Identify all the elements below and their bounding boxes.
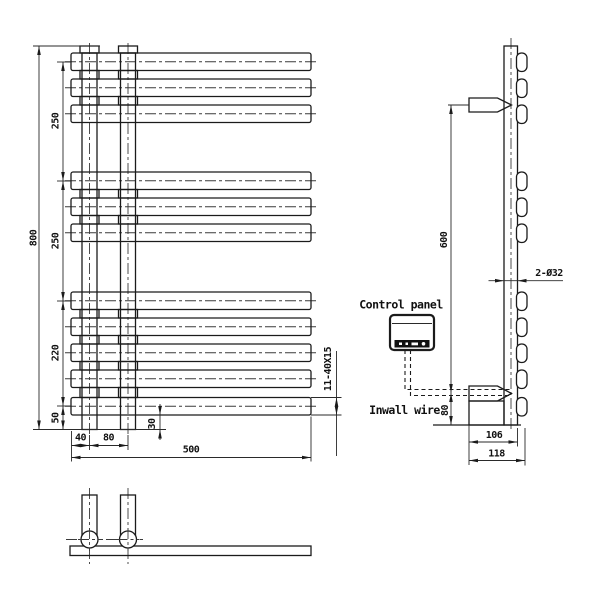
towel-bars [70, 52, 312, 416]
towel-bar [70, 104, 312, 124]
towel-bar [70, 223, 312, 243]
dim-tube-diameter: 2-Ø32 [488, 267, 564, 283]
dim-depth-outer-label: 118 [488, 449, 505, 460]
dim-riser-spacing-label: 80 [103, 433, 115, 444]
dim-total-width: 500 [71, 416, 312, 462]
towel-bar [70, 369, 312, 389]
tube-end [515, 291, 528, 312]
tube-end [515, 369, 528, 390]
bottom-connector [468, 385, 513, 402]
tube-end [515, 197, 528, 218]
tube-end [515, 343, 528, 364]
riser-centerlines [89, 43, 129, 434]
control-panel-button [421, 342, 426, 346]
dim-total-height-label: 800 [29, 229, 40, 246]
towel-bar [70, 317, 312, 337]
dim-left-offset-label: 40 [75, 433, 87, 444]
bottom-view [66, 488, 312, 564]
dim-segment-chain: 250 250 220 50 [51, 61, 71, 430]
tube-end [515, 104, 528, 125]
towel-bar [70, 197, 312, 217]
dim-bar-spec-label: 11-40X15 [323, 346, 334, 391]
dim-seg-mid-label: 250 [51, 232, 62, 249]
tube-end [515, 317, 528, 338]
pipe-circle-centerlines [78, 528, 140, 551]
inwall-wire: Inwall wire [369, 350, 511, 417]
control-panel-label: Control panel [359, 298, 443, 312]
tube-end [515, 52, 528, 73]
dim-bottom-stub: 30 [147, 404, 162, 440]
dim-total-width-label: 500 [183, 445, 200, 456]
control-panel-body [388, 313, 436, 352]
dim-depths: 106 118 [468, 425, 526, 466]
inwall-wire-path [404, 350, 511, 391]
dim-bottom-offset-label: 80 [440, 405, 451, 417]
dim-seg-top-label: 250 [51, 112, 62, 129]
control-panel-display-digit [399, 342, 402, 345]
towel-bar [70, 78, 312, 98]
side-view: 600 80 2-Ø32 106 118 [359, 38, 564, 466]
panel-top-edge [69, 545, 312, 557]
tube-end [515, 223, 528, 244]
bar-centerlines [65, 61, 317, 407]
tube-end [515, 396, 528, 417]
tube-ends [515, 52, 528, 417]
bottom-block [468, 400, 505, 426]
dim-depth-inner-label: 106 [486, 430, 503, 441]
dim-seg-bottom-label: 50 [51, 412, 62, 424]
dim-tube-diameter-label: 2-Ø32 [535, 267, 563, 279]
bottom-view-centerlines [66, 488, 146, 564]
top-connector [468, 97, 513, 113]
dim-riser-offsets: 40 80 [71, 431, 129, 462]
inwall-wire-label: Inwall wire [369, 403, 440, 417]
control-panel-display-digit [405, 342, 408, 345]
inwall-wire-path [409, 350, 511, 397]
control-panel-display-digit [411, 342, 418, 346]
dim-bottom-stub-label: 30 [147, 418, 158, 430]
tube-end [515, 171, 528, 192]
towel-bar [70, 343, 312, 363]
dim-total-height: 800 [29, 45, 166, 430]
dim-bar-spec: 11-40X15 [311, 346, 342, 456]
dim-seg-lower-label: 220 [51, 344, 62, 361]
dim-connector-span-label: 600 [439, 231, 450, 248]
front-view: 800 250 250 220 50 30 [29, 43, 342, 462]
riser-collars [79, 45, 139, 399]
tube-end [515, 78, 528, 99]
control-panel: Control panel [359, 298, 444, 352]
dim-connector-span: 600 80 [439, 104, 469, 425]
